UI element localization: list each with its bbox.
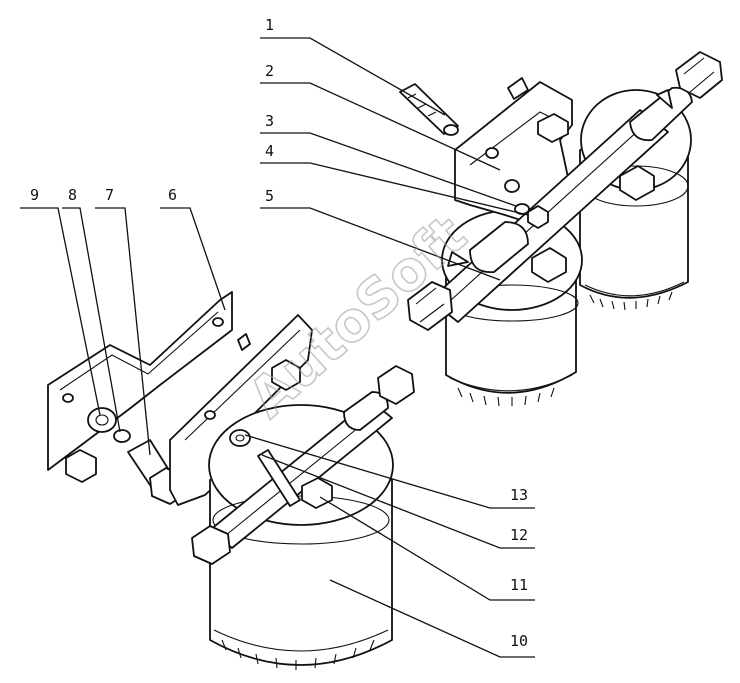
callout-12: 12 — [510, 526, 528, 544]
stud-part-1 — [399, 83, 459, 136]
stud-part-12 — [257, 449, 301, 507]
washer-part-13 — [229, 429, 251, 447]
callout-10: 10 — [510, 632, 528, 650]
lower-filter-assembly — [47, 291, 415, 670]
upper-rear-head-bolt — [619, 165, 655, 201]
upper-filter-assembly — [407, 51, 723, 407]
callout-1: 1 — [265, 16, 274, 34]
callout-13: 13 — [510, 486, 528, 504]
callout-5: 5 — [265, 187, 274, 205]
upper-top-stud — [507, 77, 529, 100]
upper-inlet-hex-fitting — [675, 51, 723, 99]
upper-bracket-nut — [537, 113, 569, 143]
upper-outlet-hex-fitting — [407, 281, 453, 331]
upper-bracket-hole-lower — [504, 179, 520, 193]
callout-4: 4 — [265, 142, 274, 160]
callout-11: 11 — [510, 576, 528, 594]
callout-8: 8 — [68, 186, 77, 204]
nut-part-4 — [527, 205, 549, 229]
lower-inlet-hex-fitting — [377, 365, 415, 405]
callout-9: 9 — [30, 186, 39, 204]
bushing-part-8 — [113, 429, 131, 443]
callout-2: 2 — [265, 62, 274, 80]
upper-bracket-hole — [485, 147, 499, 159]
callout-3: 3 — [265, 112, 274, 130]
plate-lower-nut — [65, 449, 97, 483]
callout-6: 6 — [168, 186, 177, 204]
upper-front-head-bolt — [531, 247, 567, 283]
leader-lines — [20, 37, 535, 658]
lower-bracket-nut — [271, 359, 301, 391]
callout-7: 7 — [105, 186, 114, 204]
callout-labels: 1 2 3 4 5 6 7 8 9 10 11 12 13 — [30, 16, 528, 650]
upper-banjo-fitting-left — [469, 221, 529, 273]
washer-part-9 — [87, 407, 117, 433]
plate-hole-left — [62, 393, 74, 403]
head-bolt-part-11 — [301, 477, 333, 509]
upper-banjo-fitting-right — [629, 86, 693, 142]
lower-bracket-top-stud — [237, 333, 251, 351]
lower-outlet-hex-fitting — [191, 525, 231, 565]
plate-hole-upper — [212, 317, 224, 327]
lower-bracket-hole — [204, 410, 216, 420]
flow-arrow-upper — [656, 89, 673, 109]
lower-banjo-fitting-right — [343, 391, 389, 431]
